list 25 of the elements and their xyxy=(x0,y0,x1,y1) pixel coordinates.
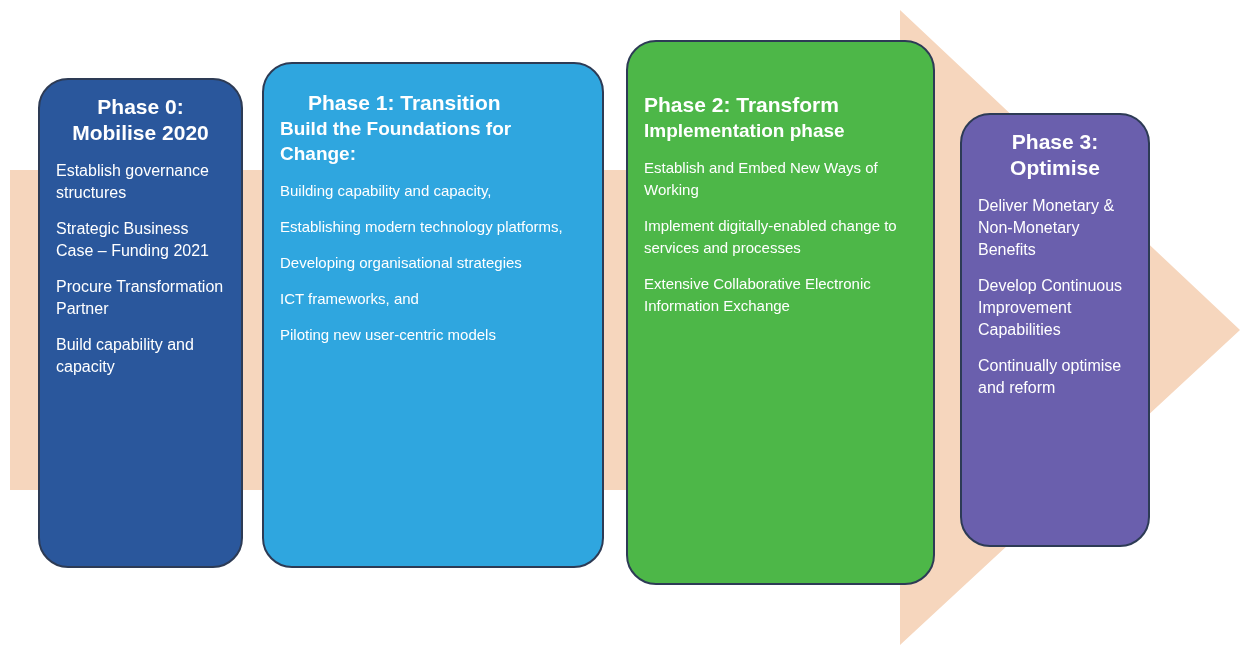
phase-card xyxy=(262,62,604,568)
phase-activity: Implement digitally-enabled change to services and processes xyxy=(644,216,898,258)
phase-title: Phase 0: Mobilise 2020 xyxy=(71,94,210,146)
phase-activity: Establish and Embed New Ways of Working xyxy=(644,158,879,200)
phase-card xyxy=(38,78,243,568)
phase-activity: Develop Continuous Improvement Capabilities xyxy=(978,276,1124,340)
phase-activity: Build capability and capacity xyxy=(56,335,195,377)
phase-card xyxy=(960,113,1150,547)
phase-activity: Establish governance structures xyxy=(56,161,210,203)
phase-activity: Deliver Monetary & Non-Monetary Benefits xyxy=(978,196,1116,260)
phase-activity: Strategic Business Case – Funding 2021 xyxy=(56,219,210,261)
phase-activity: Procure Transformation Partner xyxy=(56,277,225,319)
phase-activity: Building capability and capacity, xyxy=(280,181,493,201)
phase-activity: Extensive Collaborative Electronic Information Exchange xyxy=(644,274,872,316)
phase-activity: Continually optimise and reform xyxy=(978,356,1123,398)
phase-activity: Developing organisational strategies xyxy=(280,253,523,273)
phase-activity: ICT frameworks, and xyxy=(280,289,420,309)
phase-activity: Establishing modern technology platforms, xyxy=(280,217,564,237)
phase-card xyxy=(626,40,935,585)
phase-title: Phase 2: Transform xyxy=(644,92,840,118)
phase-activity: Piloting new user-centric models xyxy=(280,325,497,345)
phase-title: Phase 3: Optimise xyxy=(1009,129,1101,181)
phase-subtitle: Implementation phase xyxy=(644,119,846,143)
phase-subtitle: Build the Foundations for Change: xyxy=(280,117,513,166)
phase-title: Phase 1: Transition xyxy=(307,90,502,116)
